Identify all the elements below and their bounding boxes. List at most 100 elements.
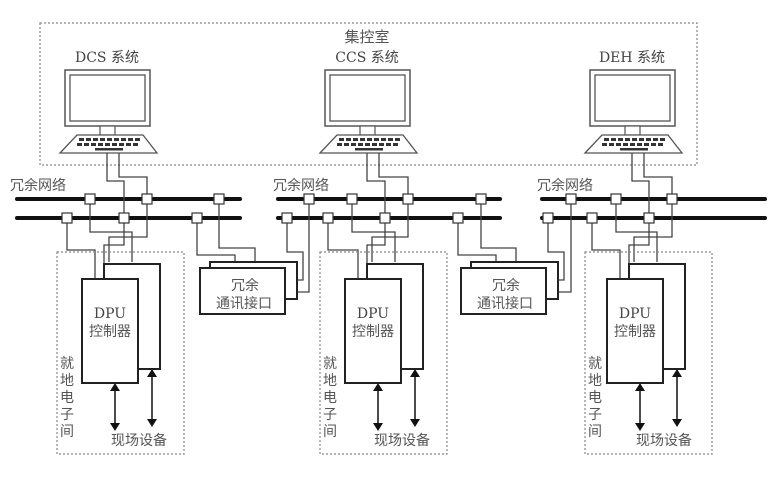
network-node [666, 193, 678, 205]
network-node [565, 193, 577, 205]
deh-system-label: DEH 系统 [599, 50, 665, 66]
network-cable [628, 218, 650, 278]
interface-label-line2: 通讯接口 [477, 295, 533, 312]
room-label-char: 地 [60, 373, 74, 389]
room-label-char: 子 [323, 407, 337, 423]
network-node [643, 212, 655, 224]
network-cable [327, 218, 359, 278]
network-node [452, 212, 464, 224]
control-room-title: 集控室 [344, 28, 389, 46]
network-cable [631, 153, 650, 218]
monitor-icon [589, 69, 676, 136]
network-node [84, 193, 96, 205]
dpu-controller-primary [344, 278, 402, 384]
network-node [141, 193, 153, 205]
network-node [586, 212, 598, 224]
network-node [402, 193, 414, 205]
network-node [475, 193, 487, 205]
network-cable [591, 218, 621, 278]
network-cable [547, 218, 565, 281]
room-label-char: 电 [60, 390, 74, 406]
room-label-char: 子 [588, 407, 602, 423]
network-label-middle: 冗余网络 [273, 177, 329, 194]
network-node [303, 193, 315, 205]
room-label-char: 地 [323, 373, 337, 389]
network-cable [351, 199, 396, 262]
room-label-char: 地 [588, 373, 602, 389]
room-label-char: 间 [323, 424, 337, 440]
network-node [322, 212, 334, 224]
field-device-label: 现场设备 [636, 432, 692, 449]
network-label-left: 冗余网络 [10, 177, 66, 194]
controller-label-line2: 控制器 [352, 324, 394, 340]
network-label-right: 冗余网络 [537, 177, 593, 194]
computer-ccs: CCS 系统 [318, 50, 419, 154]
room-label-char: 电 [588, 390, 602, 406]
network-node [191, 212, 203, 224]
controller-label-line1: DPU [619, 306, 651, 322]
dcs-system-label: DCS 系统 [75, 50, 139, 66]
network-cable [218, 199, 256, 262]
network-cable [457, 218, 497, 268]
network-cable [633, 199, 673, 262]
interface-label-line1: 冗余 [492, 277, 520, 294]
control-room-boundary [39, 22, 698, 166]
network-cable [366, 153, 386, 218]
network-node [118, 212, 130, 224]
network-node [610, 193, 622, 205]
ccs-system-label: CCS 系统 [335, 50, 398, 66]
monitor-icon [324, 69, 411, 136]
network-cable [108, 199, 148, 262]
network-node [542, 212, 554, 224]
network-cable [371, 199, 409, 262]
keyboard-icon [318, 134, 419, 154]
network-node [281, 212, 293, 224]
dpu-controller-primary [81, 278, 139, 384]
field-device-label: 现场设备 [111, 432, 167, 449]
room-label-char: 电 [323, 390, 337, 406]
network-cable [106, 153, 125, 218]
room-label-char: 就 [60, 356, 74, 372]
computer-deh: DEH 系统 [583, 50, 684, 154]
network-cable [366, 218, 386, 278]
network-cable [615, 199, 658, 262]
interface-label-line2: 通讯接口 [216, 295, 272, 312]
controller-label-line2: 控制器 [89, 324, 131, 340]
room-label-char: 间 [588, 424, 602, 440]
network-node [379, 212, 391, 224]
local-room-boundary [584, 251, 713, 455]
dpu-controller-primary [606, 278, 664, 384]
network-cable [196, 218, 236, 268]
network-cable [480, 199, 517, 262]
network-node [213, 193, 225, 205]
network-node [346, 193, 358, 205]
network-cable [89, 199, 133, 262]
room-label-char: 就 [588, 356, 602, 372]
network-cable [286, 218, 304, 281]
network-cable [643, 153, 673, 199]
keyboard-icon [583, 134, 684, 154]
controller-label-line1: DPU [94, 306, 126, 322]
room-label-char: 子 [60, 407, 74, 423]
local-room-boundary [56, 251, 185, 455]
controller-label-line2: 控制器 [614, 324, 656, 340]
network-cable [103, 218, 125, 278]
field-device-label: 现场设备 [374, 432, 430, 449]
network-cable [378, 153, 409, 199]
room-label-char: 间 [60, 424, 74, 440]
network-node [61, 212, 73, 224]
local-room-boundary [319, 251, 448, 455]
monitor-icon [64, 69, 151, 136]
interface-label-line1: 冗余 [231, 277, 259, 294]
keyboard-icon [58, 134, 159, 154]
network-cable [118, 153, 148, 199]
room-label-char: 就 [323, 356, 337, 372]
network-cable [66, 218, 96, 278]
computer-dcs: DCS 系统 [58, 50, 159, 154]
